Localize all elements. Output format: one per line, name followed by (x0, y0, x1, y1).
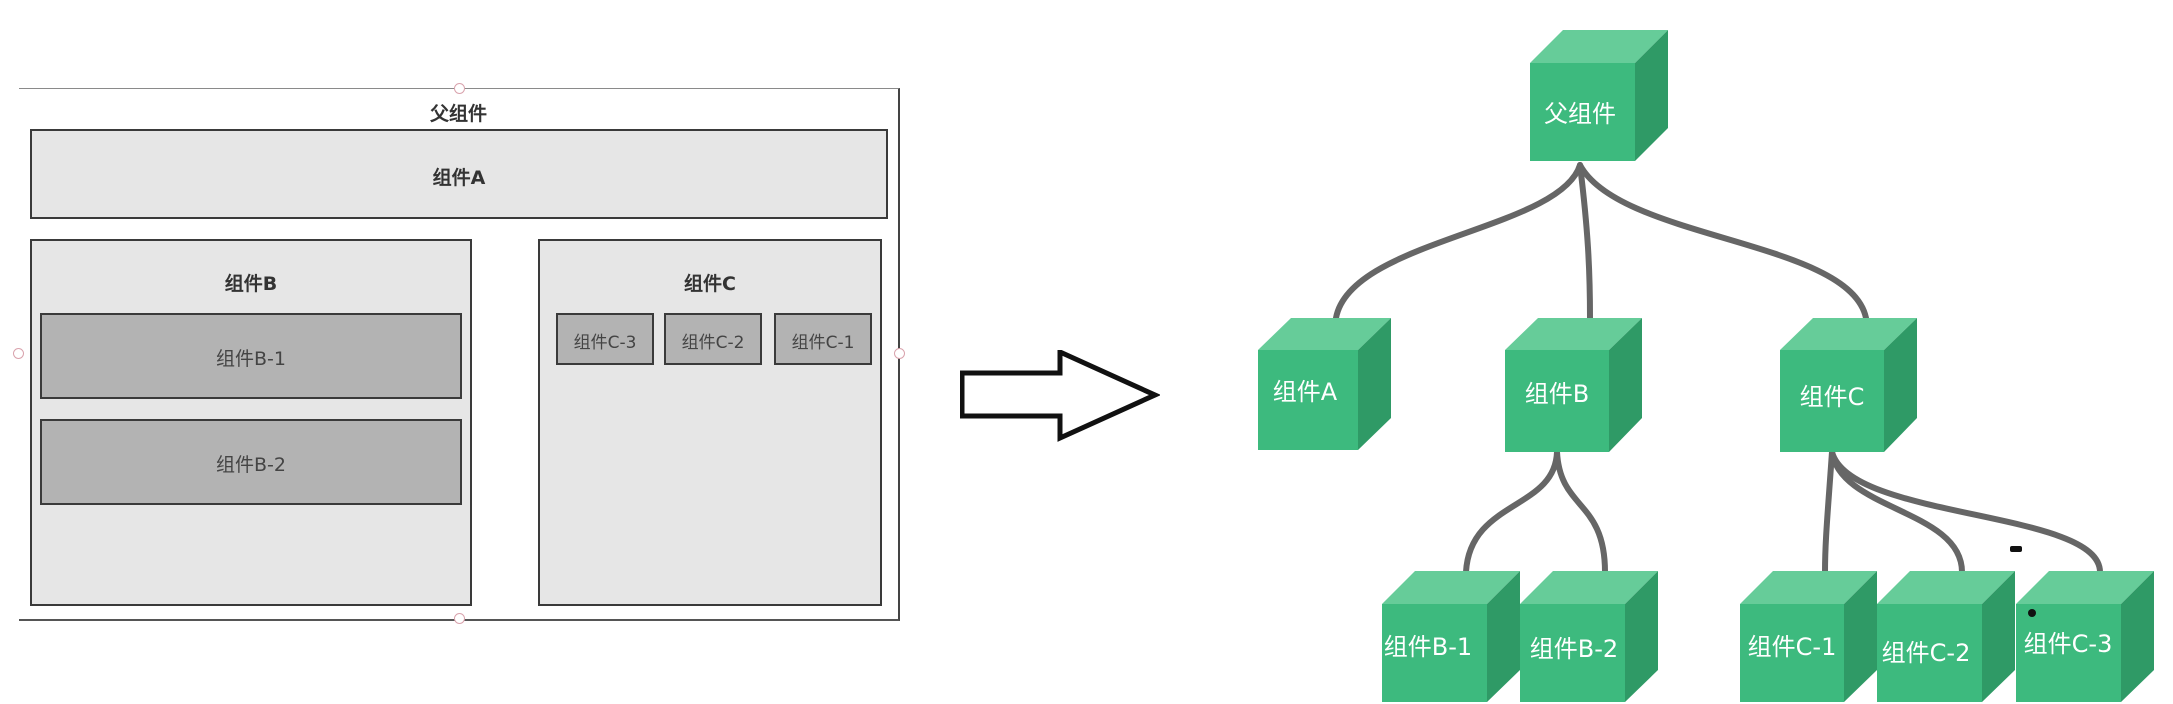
edge-b-b2 (1554, 449, 1608, 575)
parent-component-title: 父组件 (429, 103, 487, 125)
component-c1-label: 组件C-1 (791, 333, 855, 353)
tree-node-c1: 组件C-1 (1740, 571, 1877, 702)
resize-handle-top[interactable] (454, 83, 465, 94)
edge-parent-c (1577, 162, 1869, 321)
tree-node-b2: 组件B-2 (1520, 571, 1658, 702)
edge-parent-b (1577, 162, 1593, 321)
stray-mark (2010, 546, 2022, 552)
tree-node-b1: 组件B-1 (1382, 571, 1520, 702)
stray-dot (2028, 609, 2036, 617)
transform-arrow-icon (960, 350, 1160, 442)
component-b-box: 组件B 组件B-1 组件B-2 (30, 239, 472, 606)
parent-component-layout: 父组件 组件A 组件B 组件B-1 组件B-2 组件C 组件C-3 组件C-2 … (13, 83, 905, 624)
tree-node-parent: 父组件 (1530, 30, 1668, 161)
tree-node-c2: 组件C-2 (1877, 571, 2015, 702)
resize-handle-bottom[interactable] (454, 613, 465, 624)
tree-node-c3: 组件C-3 (2016, 571, 2154, 702)
resize-handle-right[interactable] (894, 348, 905, 359)
tree-node-a-label: 组件A (1273, 378, 1338, 406)
tree-node-b2-label: 组件B-2 (1530, 635, 1618, 663)
edge-c-c1 (1822, 449, 1835, 575)
edge-c-c2 (1829, 449, 1965, 575)
edge-parent-a (1333, 162, 1583, 321)
tree-node-c2-label: 组件C-2 (1882, 639, 1971, 667)
component-b1-label: 组件B-1 (216, 348, 286, 370)
edge-b-b1 (1463, 449, 1560, 575)
component-b2-box: 组件B-2 (40, 419, 462, 505)
component-c2-box: 组件C-2 (664, 313, 762, 365)
tree-node-b-label: 组件B (1525, 380, 1589, 408)
resize-handle-left[interactable] (13, 348, 24, 359)
component-c3-box: 组件C-3 (556, 313, 654, 365)
component-c1-box: 组件C-1 (774, 313, 872, 365)
tree-node-c: 组件C (1780, 318, 1917, 452)
component-c3-label: 组件C-3 (573, 333, 637, 353)
component-b-label: 组件B (224, 273, 278, 295)
component-a-label: 组件A (432, 167, 486, 189)
tree-node-c3-label: 组件C-3 (2024, 630, 2113, 658)
component-c-box: 组件C 组件C-3 组件C-2 组件C-1 (538, 239, 882, 606)
tree-node-c1-label: 组件C-1 (1748, 633, 1837, 661)
component-a-box: 组件A (30, 129, 888, 219)
tree-node-b1-label: 组件B-1 (1384, 633, 1472, 661)
component-b1-box: 组件B-1 (40, 313, 462, 399)
component-b2-label: 组件B-2 (216, 454, 286, 476)
edge-c-c3 (1829, 449, 2103, 575)
tree-node-parent-label: 父组件 (1544, 100, 1616, 128)
tree-node-c-label: 组件C (1800, 383, 1865, 411)
tree-connectors (1333, 162, 2103, 575)
component-c-label: 组件C (684, 273, 736, 295)
component-c2-label: 组件C-2 (681, 333, 745, 353)
tree-node-a: 组件A (1258, 318, 1391, 450)
tree-node-b: 组件B (1505, 318, 1642, 452)
